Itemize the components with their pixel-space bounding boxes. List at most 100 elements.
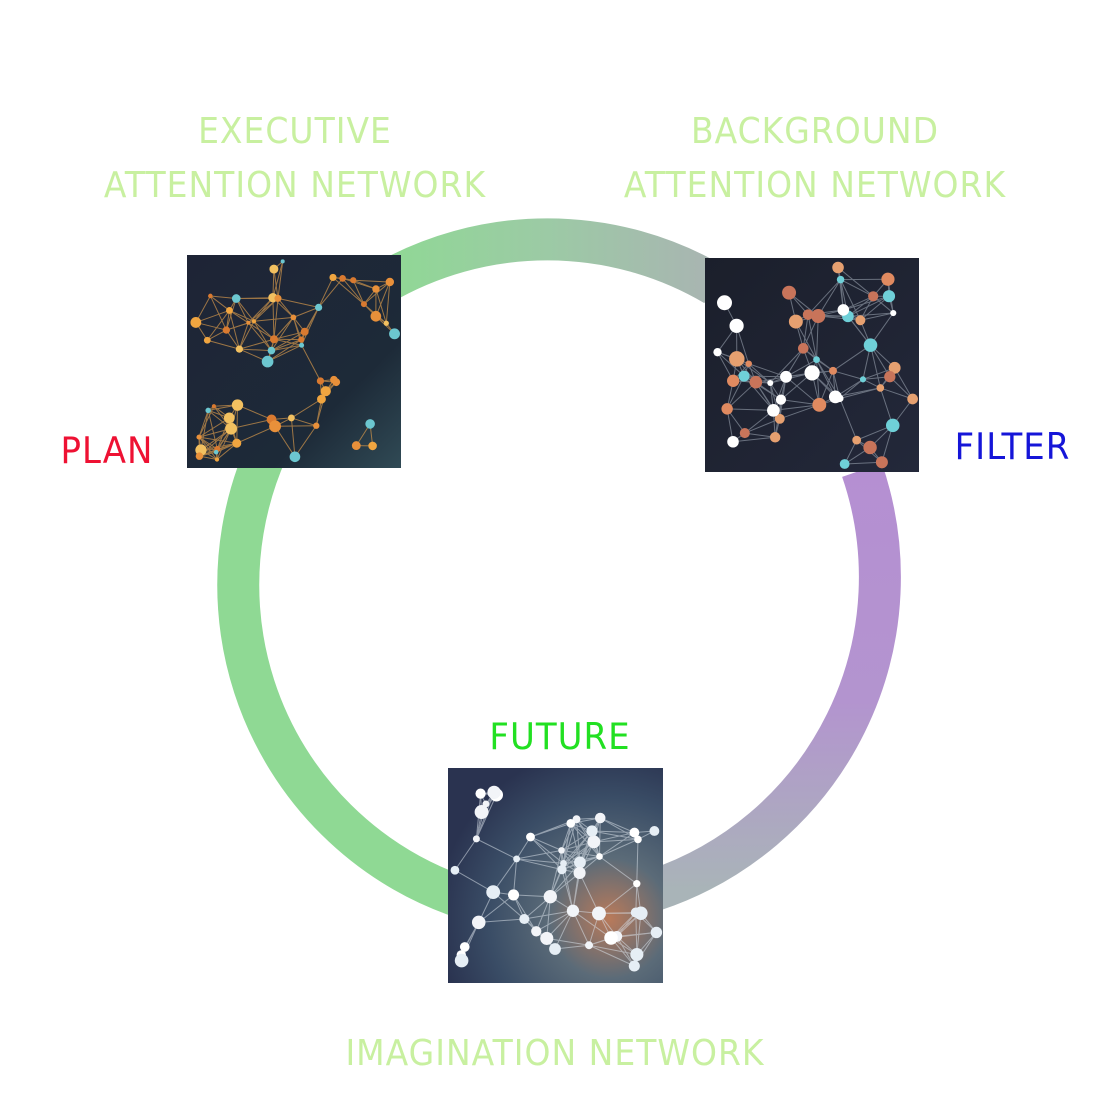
network-node	[261, 355, 274, 368]
network-node	[298, 336, 305, 343]
network-node	[604, 931, 618, 945]
network-node	[223, 412, 235, 424]
network-node	[471, 915, 486, 930]
network-node	[475, 788, 486, 799]
network-node	[235, 345, 243, 353]
network-node	[196, 434, 202, 440]
network-node	[274, 294, 282, 302]
network-node	[316, 377, 325, 385]
network-node	[300, 327, 309, 336]
network-node	[486, 885, 501, 900]
network-node	[205, 407, 211, 414]
network-node	[586, 825, 598, 837]
network-node	[863, 440, 877, 455]
network-node	[881, 272, 895, 286]
network-node	[299, 342, 305, 348]
network-node	[531, 926, 542, 937]
network-node	[745, 360, 752, 367]
filter-label: FILTER	[954, 425, 1071, 469]
network-node	[526, 832, 535, 842]
network-node	[591, 906, 606, 921]
network-node	[313, 422, 320, 429]
future-label: FUTURE	[489, 715, 631, 759]
network-node	[885, 418, 900, 433]
network-node	[213, 449, 219, 455]
network-node	[738, 370, 750, 382]
network-node	[450, 865, 460, 875]
network-node	[884, 371, 896, 383]
network-node	[372, 285, 380, 293]
network-node	[573, 866, 586, 880]
network-node	[729, 351, 745, 367]
network-node	[474, 805, 489, 819]
network-node	[859, 376, 867, 383]
network-node	[812, 397, 827, 412]
network-node	[634, 835, 642, 844]
executive-title-line1: EXECUTIVE	[198, 109, 392, 152]
network-node	[713, 348, 722, 357]
executive-network-image	[187, 255, 401, 468]
network-node	[549, 943, 561, 955]
network-node	[290, 314, 297, 321]
network-node	[837, 304, 850, 316]
network-node	[320, 386, 331, 397]
network-node	[882, 290, 896, 303]
network-node	[780, 370, 792, 383]
network-node	[519, 914, 530, 925]
network-node	[385, 277, 395, 287]
network-node	[370, 310, 382, 322]
network-node	[775, 394, 787, 405]
network-node	[231, 294, 241, 303]
network-node	[214, 457, 220, 462]
network-node	[788, 314, 803, 329]
network-node	[629, 827, 640, 838]
network-node	[839, 459, 850, 469]
network-node	[832, 261, 844, 274]
ring-arc-top	[369, 218, 726, 304]
background-attention-title: BACKGROUND ATTENTION NETWORK	[580, 104, 1050, 212]
network-node	[767, 380, 774, 387]
network-node	[365, 419, 375, 429]
network-node	[203, 336, 211, 344]
network-node	[557, 864, 567, 875]
network-node	[813, 356, 820, 363]
network-node	[804, 365, 820, 381]
network-node	[190, 317, 202, 328]
network-node	[543, 890, 557, 904]
network-node	[269, 335, 278, 344]
network-node	[225, 422, 238, 435]
network-node	[633, 879, 641, 888]
network-node	[729, 318, 744, 333]
network-node	[811, 309, 826, 324]
executive-title-line2: ATTENTION NETWORK	[103, 163, 487, 206]
network-node	[739, 428, 750, 439]
network-node	[339, 275, 346, 282]
network-node	[767, 403, 780, 417]
network-node	[287, 414, 295, 422]
network-node	[513, 855, 521, 863]
network-node	[594, 812, 606, 824]
network-node	[315, 303, 323, 312]
network-node	[507, 889, 520, 901]
network-node	[572, 815, 581, 824]
network-node	[566, 904, 580, 917]
network-node	[350, 277, 357, 284]
network-node	[195, 452, 204, 460]
ring-arc-right	[648, 463, 901, 910]
network-node	[650, 926, 663, 939]
network-node	[574, 856, 586, 869]
network-node	[383, 320, 389, 326]
network-node	[280, 259, 285, 264]
network-node	[360, 301, 367, 308]
network-node	[222, 326, 231, 334]
network-node	[585, 941, 593, 950]
network-node	[907, 393, 918, 405]
network-node	[863, 338, 878, 352]
network-node	[628, 960, 640, 972]
executive-attention-title: EXECUTIVE ATTENTION NETWORK	[60, 104, 530, 212]
network-node	[487, 785, 501, 799]
network-node	[330, 375, 338, 384]
network-node	[836, 394, 844, 403]
network-node	[727, 435, 739, 448]
